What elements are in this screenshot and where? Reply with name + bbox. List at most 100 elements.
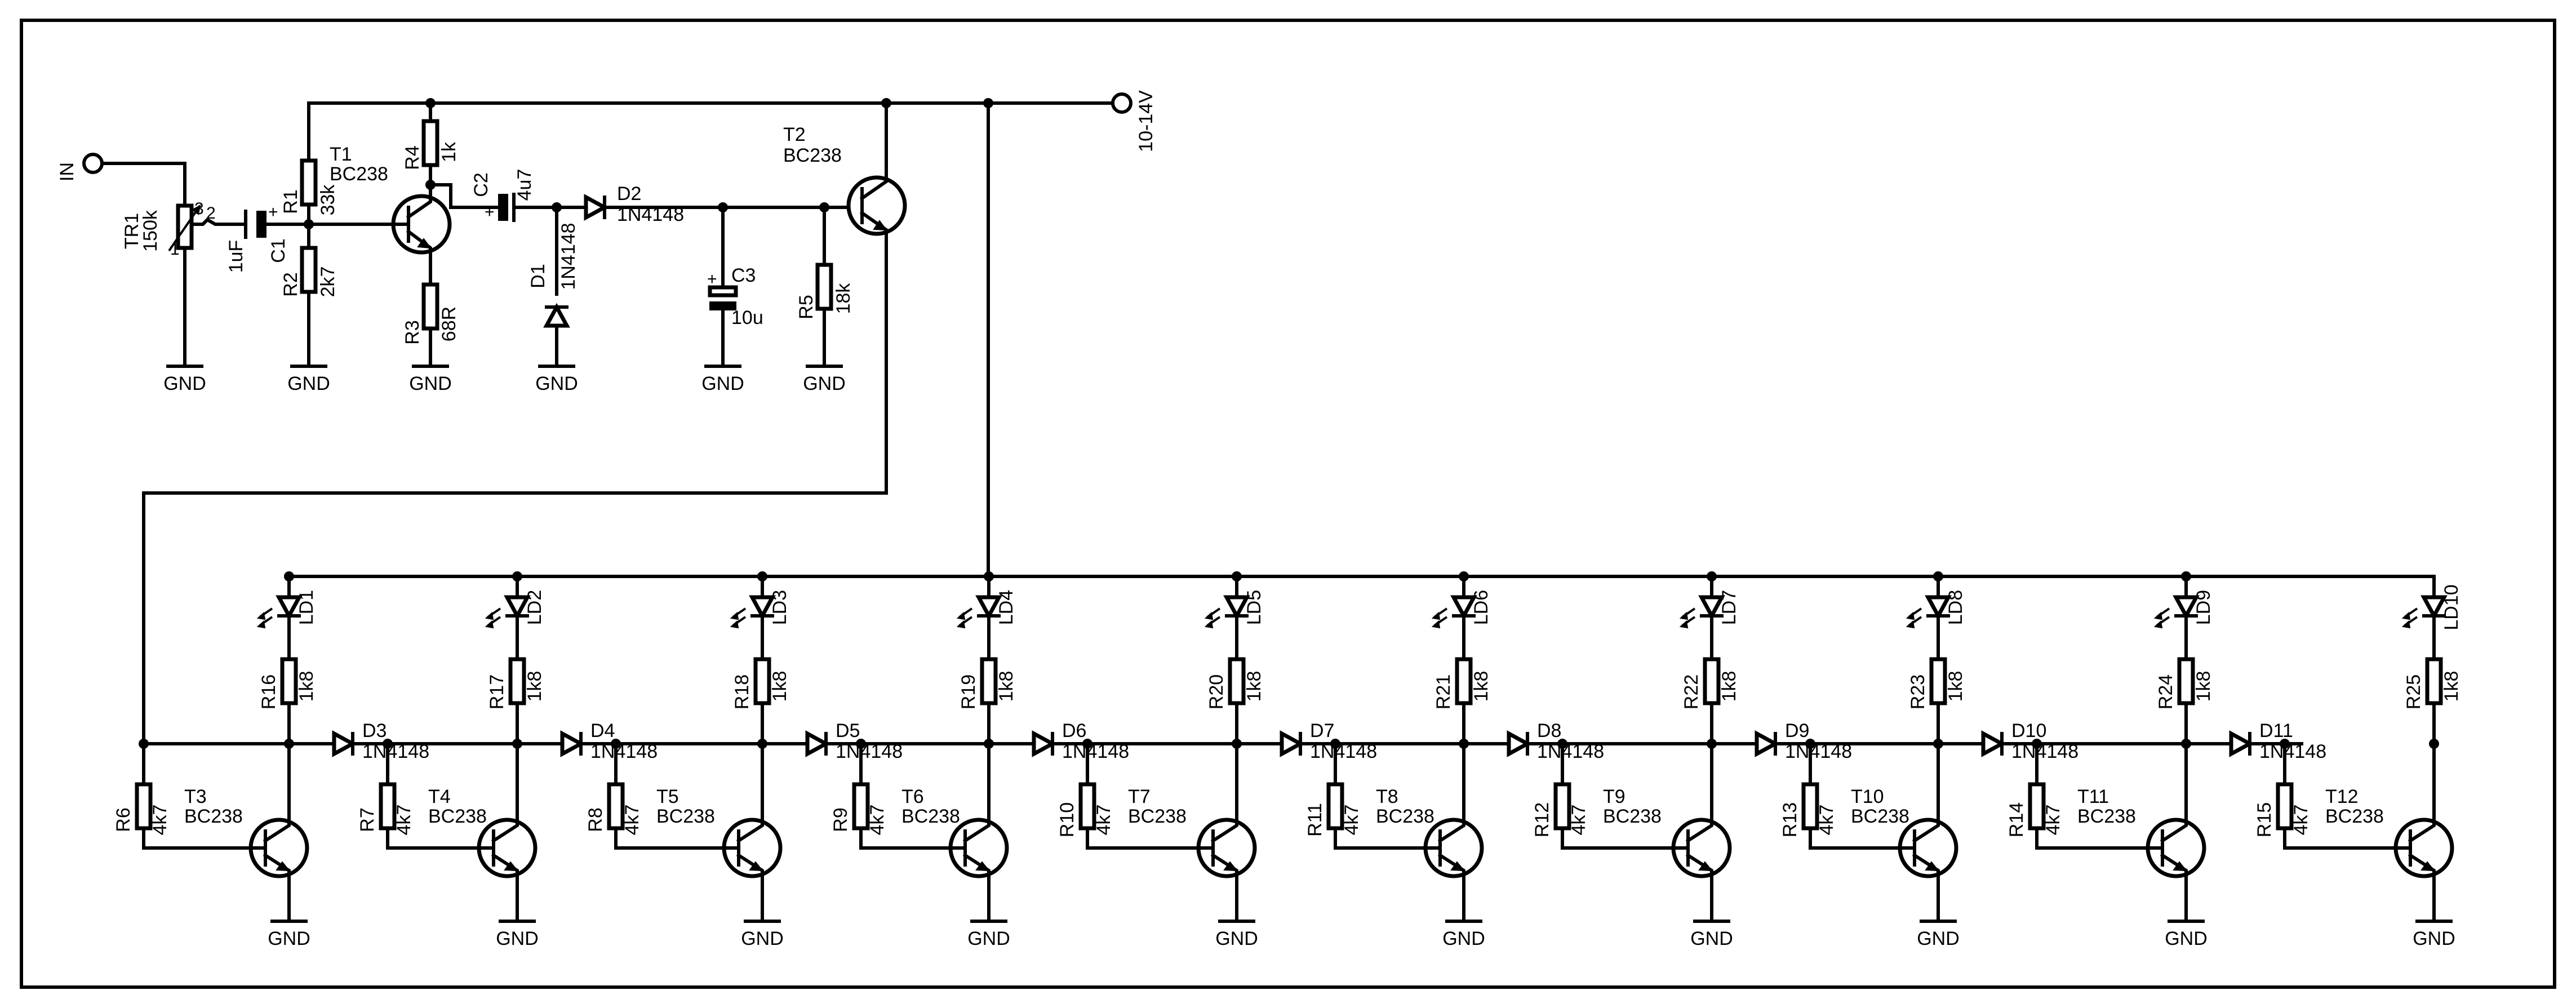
tr1-pin-2: 2	[206, 204, 216, 223]
gnd-label: GND	[268, 928, 310, 949]
base-resistor-ref: R9	[830, 807, 851, 832]
collector-resistor-ref: R17	[486, 674, 508, 709]
tr1-pin-3: 3	[194, 199, 204, 218]
c2-ref: C2	[470, 172, 492, 197]
led-6	[1450, 595, 1477, 620]
gnd-label: GND	[967, 928, 1010, 949]
collector-resistor	[753, 657, 771, 705]
bus-diode-value: 1N4148	[362, 741, 429, 762]
base-resistor	[1326, 782, 1344, 831]
base-resistor	[379, 782, 397, 831]
bus-diode	[1032, 730, 1057, 757]
bus-diode-value: 1N4148	[2259, 741, 2326, 762]
collector-resistor	[980, 657, 998, 705]
led-1	[276, 595, 303, 620]
transistor-ref: T3	[184, 786, 207, 807]
led-4	[975, 595, 1002, 620]
transistor-value: BC238	[2325, 806, 2384, 827]
base-resistor-ref: R14	[2006, 802, 2027, 837]
gnd-label: GND	[741, 928, 784, 949]
collector-resistor-ref: R24	[2155, 674, 2177, 709]
collector-resistor-ref: R22	[1681, 674, 1702, 709]
base-resistor-ref: R8	[585, 807, 606, 832]
collector-resistor	[1929, 657, 1947, 705]
r5-value: 18k	[833, 283, 854, 314]
collector-resistor-ref: R20	[1206, 674, 1227, 709]
led-ref: LD5	[1243, 590, 1265, 625]
transistor-value: BC238	[1128, 806, 1187, 827]
collector-resistor-ref: R21	[1433, 674, 1454, 709]
gnd-d1: GND	[535, 373, 578, 394]
led-ref: LD2	[524, 590, 545, 625]
transistor-value: BC238	[428, 806, 487, 827]
collector-resistor-value: 1k8	[1718, 671, 1740, 702]
r4-ref: R4	[402, 145, 423, 170]
base-resistor-ref: R12	[1531, 802, 1553, 837]
led-5	[1223, 595, 1250, 620]
base-resistor-value: 4k7	[867, 805, 888, 836]
collector-resistor-ref: R23	[1907, 674, 1929, 709]
gnd-r3: GND	[409, 373, 452, 394]
bus-diode	[1280, 730, 1305, 757]
bus-diode-ref: D3	[362, 720, 387, 741]
bus-diode	[2229, 730, 2254, 757]
gnd-c3: GND	[701, 373, 744, 394]
bus-diode-value: 1N4148	[836, 741, 903, 762]
collector-resistor-value: 1k8	[524, 671, 545, 702]
base-resistor	[2276, 782, 2294, 831]
gnd-label: GND	[1690, 928, 1733, 949]
transistor-value: BC238	[2077, 806, 2136, 827]
gnd-tr1: GND	[163, 373, 206, 394]
led-9	[2173, 595, 2200, 620]
transistor-value: BC238	[901, 806, 960, 827]
led-ref: LD10	[2441, 584, 2462, 630]
led-3	[749, 595, 776, 620]
gnd-r5: GND	[803, 373, 846, 394]
tr1-pin-1: 1	[170, 240, 180, 259]
base-resistor	[852, 782, 870, 831]
led-10	[2420, 595, 2448, 620]
gnd-r2: GND	[287, 373, 330, 394]
collector-resistor-ref: R19	[958, 674, 979, 709]
gnd-label: GND	[1215, 928, 1258, 949]
transistor-value: BC238	[1376, 806, 1434, 827]
gnd-label: GND	[1917, 928, 1960, 949]
transistor-ref: T6	[901, 786, 924, 807]
c3-plus: +	[707, 270, 717, 288]
bus-diode-value: 1N4148	[1537, 741, 1604, 762]
base-resistor-value: 4k7	[621, 805, 643, 836]
transistor-ref: T7	[1128, 786, 1151, 807]
r2-value: 2k7	[317, 267, 339, 297]
led-7	[1698, 595, 1725, 620]
c3-value: 10u	[731, 307, 763, 328]
transistor-ref: T4	[428, 786, 451, 807]
collector-resistor-value: 1k8	[2441, 671, 2462, 702]
t1-ref: T1	[330, 144, 352, 165]
base-resistor	[607, 782, 625, 831]
bus-diode-ref: D11	[2259, 720, 2293, 741]
led-ref: LD6	[1471, 590, 1492, 625]
led-ref: LD1	[296, 590, 317, 625]
base-resistor-ref: R13	[1779, 802, 1801, 837]
collector-resistor-value: 1k8	[996, 671, 1017, 702]
base-resistor	[2028, 782, 2046, 831]
r2-ref: R2	[280, 272, 301, 296]
input-section: IN 3 1 2 TR1 150k + C1 1uF GND	[56, 153, 310, 394]
supply-label: 10-14V	[1135, 90, 1157, 152]
t2-value: BC238	[783, 145, 842, 166]
r4-value: 1k	[438, 141, 460, 162]
c2-plate	[498, 194, 508, 221]
base-resistor-ref: R6	[113, 807, 134, 832]
t1-stage: 10-14V R1 33k R2 2k7 GND T1 BC238 R4 1k	[142, 90, 1157, 745]
resistor-r3	[421, 282, 439, 331]
led-ref: LD8	[1945, 590, 1966, 625]
led-ref: LD3	[769, 590, 790, 625]
r3-value: 68R	[438, 307, 460, 341]
bus-diode	[805, 730, 830, 757]
base-resistor-value: 4k7	[1341, 805, 1362, 836]
collector-resistor-value: 1k8	[1945, 671, 1966, 702]
